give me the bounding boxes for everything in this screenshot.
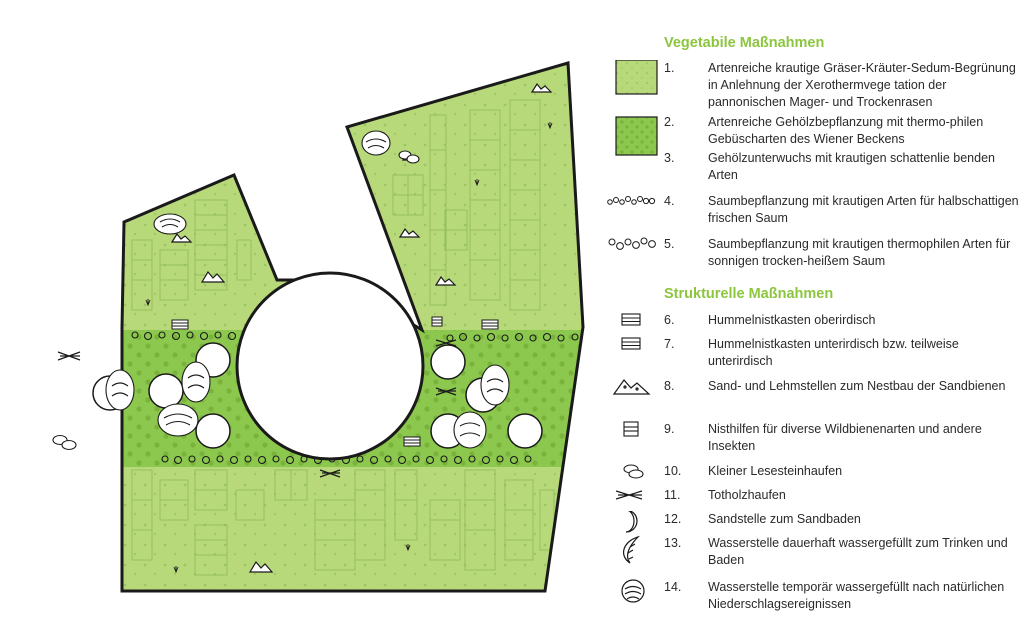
stone-pile-icon (52, 150, 420, 451)
bed-grid-top-left (131, 199, 252, 311)
legend-number-14: 14. (664, 580, 682, 594)
legend-item-12: 12. Sandstelle zum Sandbaden (600, 511, 1024, 533)
legend-text-11: Totholzhaufen (708, 488, 786, 502)
water-temporary-icon (105, 130, 510, 449)
legend-number-1: 1. (664, 61, 675, 75)
legend-text-1: Artenreiche krautige Gräser-Kräuter-Sedu… (708, 61, 1016, 109)
legend-item-4: 4. Saumbepflanzung mit krautigen Arten f… (600, 193, 1024, 229)
legend-item-13: 13. Wasserstelle dauerhaft wassergefüllt… (600, 535, 1024, 571)
nest-box-icon (171, 316, 499, 447)
legend-number-6: 6. (664, 313, 675, 327)
water-permanent-icon (622, 535, 641, 564)
central-plaza-circle (235, 271, 425, 461)
site-outline (120, 61, 585, 593)
legend-text-3: Gehölzunterwuchs mit krautigen schattenl… (708, 151, 995, 182)
legend-number-7: 7. (664, 337, 675, 351)
legend-item-8: 8. Sand- und Lehmstellen zum Nestbau der… (600, 378, 1024, 414)
legend-text-12: Sandstelle zum Sandbaden (708, 512, 861, 526)
light-green-swatch-icon (615, 60, 658, 95)
legend-item-11: 11. Totholzhaufen (600, 487, 1024, 507)
legend-text-9: Nisthilfen für diverse Wildbienenarten u… (708, 422, 982, 453)
large-circles-icon (608, 237, 656, 250)
legend: Vegetabile Maßnahmen 1. Artenreiche krau… (600, 0, 1024, 639)
site-plan (52, 61, 585, 593)
legend-item-6: 6. Hummelnistkasten oberirdisch (600, 312, 1024, 332)
legend-item-7: 7. Hummelnistkasten unterirdisch bzw. te… (600, 336, 1024, 372)
crescent-icon (625, 511, 638, 533)
nest-box-icon (621, 337, 641, 350)
sand-mound-icon (170, 82, 553, 573)
small-circles-icon (607, 196, 656, 205)
legend-item-3: 3. Gehölzunterwuchs mit krautigen schatt… (600, 150, 1024, 186)
vegetative-heading: Vegetabile Maßnahmen (664, 35, 825, 51)
legend-number-5: 5. (664, 237, 675, 251)
water-temporary-icon (621, 579, 645, 603)
legend-item-9: 9. Nisthilfen für diverse Wildbienenarte… (600, 421, 1024, 457)
bed-grid-top-right (392, 99, 541, 311)
legend-item-2: 2. Artenreiche Gehölzbepflanzung mit the… (600, 114, 1024, 156)
legend-number-10: 10. (664, 464, 682, 478)
legend-text-8: Sand- und Lehmstellen zum Nestbau der Sa… (708, 379, 1006, 393)
mid-green-swatch-icon (615, 116, 658, 156)
deadwood-icon (615, 490, 643, 500)
legend-item-10: 10. Kleiner Lesesteinhaufen (600, 463, 1024, 483)
legend-text-14: Wasserstelle temporär wassergefüllt nach… (708, 580, 1005, 611)
legend-text-13: Wasserstelle dauerhaft wassergefüllt zum… (708, 536, 1008, 567)
legend-item-14: 14. Wasserstelle temporär wassergefüllt … (600, 579, 1024, 615)
structural-heading: Strukturelle Maßnahmen (664, 286, 834, 302)
grass-tuft-icons (145, 122, 553, 574)
insect-hotel-icon (623, 421, 639, 437)
legend-number-11: 11. (664, 488, 681, 502)
legend-text-7: Hummelnistkasten unterirdisch bzw. teilw… (708, 337, 959, 368)
legend-text-6: Hummelnistkasten oberirdisch (708, 313, 876, 327)
legend-item-1: 1. Artenreiche krautige Gräser-Kräuter-S… (600, 60, 1024, 110)
legend-item-5: 5. Saumbepflanzung mit krautigen thermop… (600, 236, 1024, 272)
legend-number-13: 13. (664, 536, 682, 550)
legend-number-4: 4. (664, 194, 675, 208)
small-hem-circles-bottom (161, 455, 532, 465)
legend-number-8: 8. (664, 379, 675, 393)
sand-mound-icon (612, 379, 651, 395)
legend-number-2: 2. (664, 115, 675, 129)
stone-pile-icon (623, 464, 644, 479)
legend-number-9: 9. (664, 422, 675, 436)
legend-text-4: Saumbepflanzung mit krautigen Arten für … (708, 194, 1019, 225)
small-hem-circles-top (131, 331, 579, 342)
bed-grid-bottom (131, 469, 555, 576)
legend-number-12: 12. (664, 512, 682, 526)
legend-number-3: 3. (664, 151, 675, 165)
legend-text-2: Artenreiche Gehölzbepflanzung mit thermo… (708, 115, 984, 146)
legend-text-10: Kleiner Lesesteinhaufen (708, 464, 843, 478)
legend-text-5: Saumbepflanzung mit krautigen thermophil… (708, 237, 1011, 268)
nest-box-icon (621, 313, 641, 326)
deadwood-icon (57, 339, 457, 478)
